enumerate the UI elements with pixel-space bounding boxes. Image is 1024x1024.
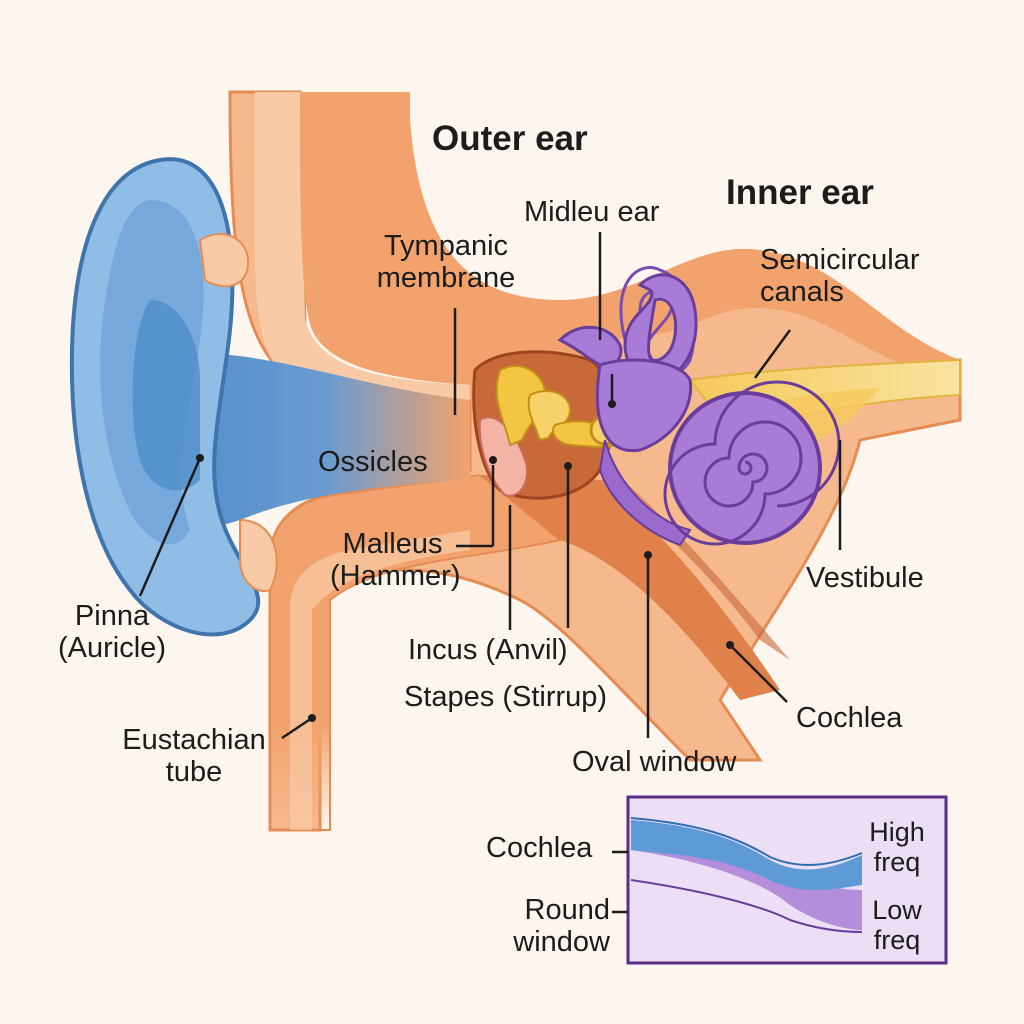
inset-cochlea-label: Cochlea — [486, 832, 593, 864]
stapes-leader-dot — [608, 400, 616, 408]
ear-canal — [150, 353, 470, 528]
tympanic-membrane-label: Tympanic membrane — [376, 230, 516, 294]
cochlea-leader-dot — [726, 641, 734, 649]
inner-ear-heading: Inner ear — [726, 173, 874, 212]
malleus-leader-dot — [489, 456, 497, 464]
skin-band — [254, 92, 470, 400]
vestibule-label: Vestibule — [806, 562, 924, 594]
temporal-region — [300, 92, 960, 398]
eustachian-leader-dot — [308, 714, 316, 722]
eustachian-tube-inner — [290, 530, 470, 830]
semicircular-canal-arm — [557, 325, 623, 368]
inset-high-band — [631, 820, 862, 890]
vestibule-lower — [598, 439, 692, 547]
cochlea-label: Cochlea — [796, 702, 903, 734]
pinna-label: Pinna (Auricle) — [58, 600, 166, 664]
oval-window-label: Oval window — [572, 746, 737, 778]
middle-ear-label: Midleu ear — [524, 196, 660, 228]
pinna-lobe-skin — [239, 518, 278, 592]
lower-channel-light — [600, 478, 790, 660]
inset-round-window-label: Round window — [513, 894, 610, 958]
pinna-tragus — [198, 233, 250, 288]
stapes-label: Stapes (Stirrup) — [404, 681, 608, 713]
inset-low-freq-label: Low freq — [872, 895, 922, 955]
lower-channel — [480, 475, 780, 700]
outer-ear-heading: Outer ear — [432, 119, 588, 158]
pinna-leader-dot — [196, 454, 204, 462]
cochlea-spiral — [663, 380, 841, 546]
cochlea-body — [668, 391, 822, 545]
eustachian-tube-label: Eustachian tube — [122, 724, 266, 788]
inset-high-freq-label: High freq — [869, 817, 925, 877]
ossicles-label: Ossicles — [318, 446, 428, 478]
inset-leaders — [612, 850, 628, 914]
leader-lines — [138, 232, 842, 740]
malleus-label: Malleus (Hammer) — [330, 528, 461, 592]
inset-low-band-bottom — [630, 879, 863, 933]
incus-leader-dot — [564, 462, 572, 470]
inset-high-band-top — [630, 817, 863, 866]
oval-window-leader-dot — [644, 551, 652, 559]
pinna-concha — [132, 300, 200, 491]
vestibule-body — [595, 358, 693, 453]
incus-label: Incus (Anvil) — [408, 634, 568, 666]
semicircular-canals-label: Semicircular canals — [760, 244, 920, 308]
